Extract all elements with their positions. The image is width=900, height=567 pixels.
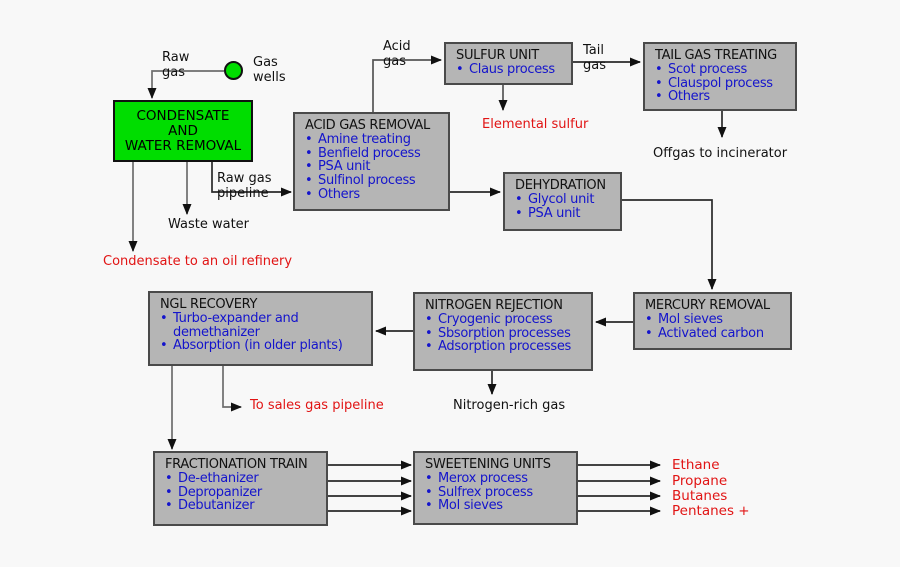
label-acid-gas: Acid gas [383,39,411,69]
bullet-item: Cryogenic process [425,312,587,327]
bullet-item: Others [655,90,791,104]
box-nitrogen-rejection: NITROGEN REJECTION Cryogenic process Sbs… [413,292,593,371]
box-dehydration: DEHYDRATION Glycol unit PSA unit [503,172,622,231]
bullet-item: Turbo-expander and demethanizer [160,311,367,340]
bullet-item: Sulfinol process [305,174,444,188]
bullet-item: Debutanizer [165,499,322,513]
bullet-item: Sbsorption processes [425,326,587,341]
box-acid-gas-removal: ACID GAS REMOVAL Amine treating Benfield… [293,112,450,211]
box-title: ACID GAS REMOVAL [305,118,430,133]
label-gas-wells: Gas wells [253,55,286,85]
bullet-item: Mol sieves [645,312,786,327]
bullet-item: Claus process [456,62,567,77]
label-output-propane: Propane [672,473,728,489]
bullet-item: Depropanizer [165,485,322,500]
box-fractionation-train: FRACTIONATION TRAIN De-ethanizer Depropa… [153,451,328,526]
bullet-item: PSA unit [515,206,616,221]
bullet-item: Amine treating [305,132,444,147]
box-title: MERCURY REMOVAL [645,298,770,313]
bullet-item: Scot process [655,62,791,77]
bullet-item: Sulfrex process [425,485,572,500]
connector-dehydration-to-mercury [622,199,717,290]
label-waste-water: Waste water [168,217,250,232]
box-title: SWEETENING UNITS [425,457,551,472]
label-raw-gas-pipeline: Raw gas pipeline [217,171,272,201]
bullet-item: De-ethanizer [165,471,322,486]
box-title: TAIL GAS TREATING [655,48,777,63]
bullet-item: Absorption (in older plants) [160,339,367,353]
bullet-item: Adsorption processes [425,340,587,354]
bullet-item: Clauspol process [655,76,791,91]
box-title: SULFUR UNIT [456,48,539,63]
label-output-ethane: Ethane [672,457,720,473]
label-condensate-refinery: Condensate to an oil refinery [103,254,293,269]
bullet-item: Others [305,188,444,202]
gas-wells-node-icon [224,61,243,80]
label-raw-gas: Raw gas [162,50,190,80]
box-tail-gas-treating: TAIL GAS TREATING Scot process Clauspol … [643,42,797,111]
bullet-item: PSA unit [305,160,444,174]
box-sulfur-unit: SULFUR UNIT Claus process [444,42,573,85]
label-elemental-sulfur: Elemental sulfur [482,117,589,132]
bullet-item: Benfield process [305,146,444,161]
bullet-item: Glycol unit [515,192,616,207]
label-offgas-incinerator: Offgas to incinerator [653,146,788,161]
box-ngl-recovery: NGL RECOVERY Turbo-expander and demethan… [148,291,373,366]
bullet-item: Activated carbon [645,326,786,341]
box-sweetening-units: SWEETENING UNITS Merox process Sulfrex p… [413,451,578,525]
label-tail-gas: Tail gas [583,43,606,73]
box-title: FRACTIONATION TRAIN [165,457,308,472]
label-output-butanes: Butanes [672,488,728,504]
box-mercury-removal: MERCURY REMOVAL Mol sieves Activated car… [633,292,792,350]
box-title: DEHYDRATION [515,178,606,193]
box-title: NGL RECOVERY [160,297,258,312]
label-to-sales-gas-pipeline: To sales gas pipeline [250,398,384,413]
box-condensate-water-removal: CONDENSATE AND WATER REMOVAL [113,100,253,162]
bullet-item: Merox process [425,471,572,486]
label-nitrogen-rich-gas: Nitrogen-rich gas [453,398,566,413]
label-output-pentanes: Pentanes + [672,503,750,519]
box-title: NITROGEN REJECTION [425,298,563,313]
connector-ngl-to-sales-pipeline [222,366,242,412]
bullet-item: Mol sieves [425,499,572,513]
